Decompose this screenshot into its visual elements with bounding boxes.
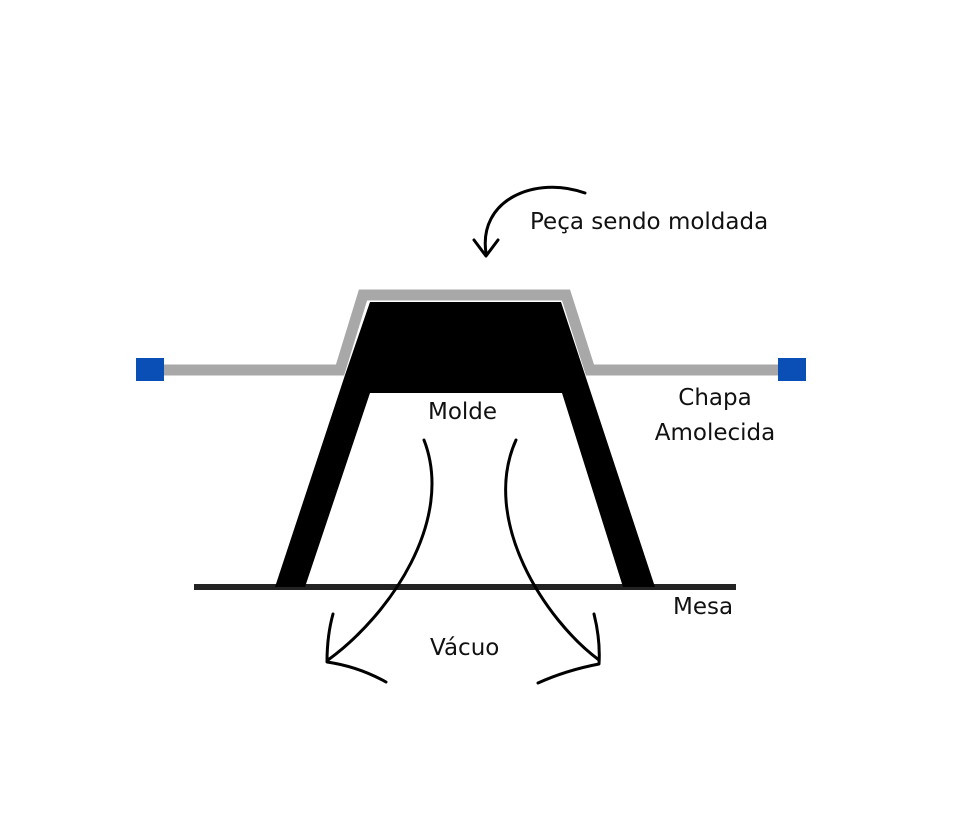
right-clamp <box>778 358 806 381</box>
vacuum-left-arrow-icon <box>326 438 434 662</box>
vacuum-right-arrow-icon <box>504 438 601 662</box>
piece-arrowhead-icon <box>472 238 500 258</box>
mold <box>275 302 655 587</box>
softened-sheet <box>160 289 782 376</box>
mold-label: Molde <box>428 399 497 425</box>
sheet-label-line2: Amolecida <box>655 420 775 446</box>
table-label: Mesa <box>673 594 733 620</box>
vacuum-left-arrowhead-icon <box>325 612 388 684</box>
sheet-label-line1: Chapa <box>678 385 751 411</box>
vacuum-label: Vácuo <box>430 635 499 661</box>
piece-label: Peça sendo moldada <box>530 209 768 235</box>
left-clamp <box>136 358 164 381</box>
piece-arrow-icon <box>483 185 587 255</box>
vacuum-right-arrowhead-icon <box>536 612 601 685</box>
